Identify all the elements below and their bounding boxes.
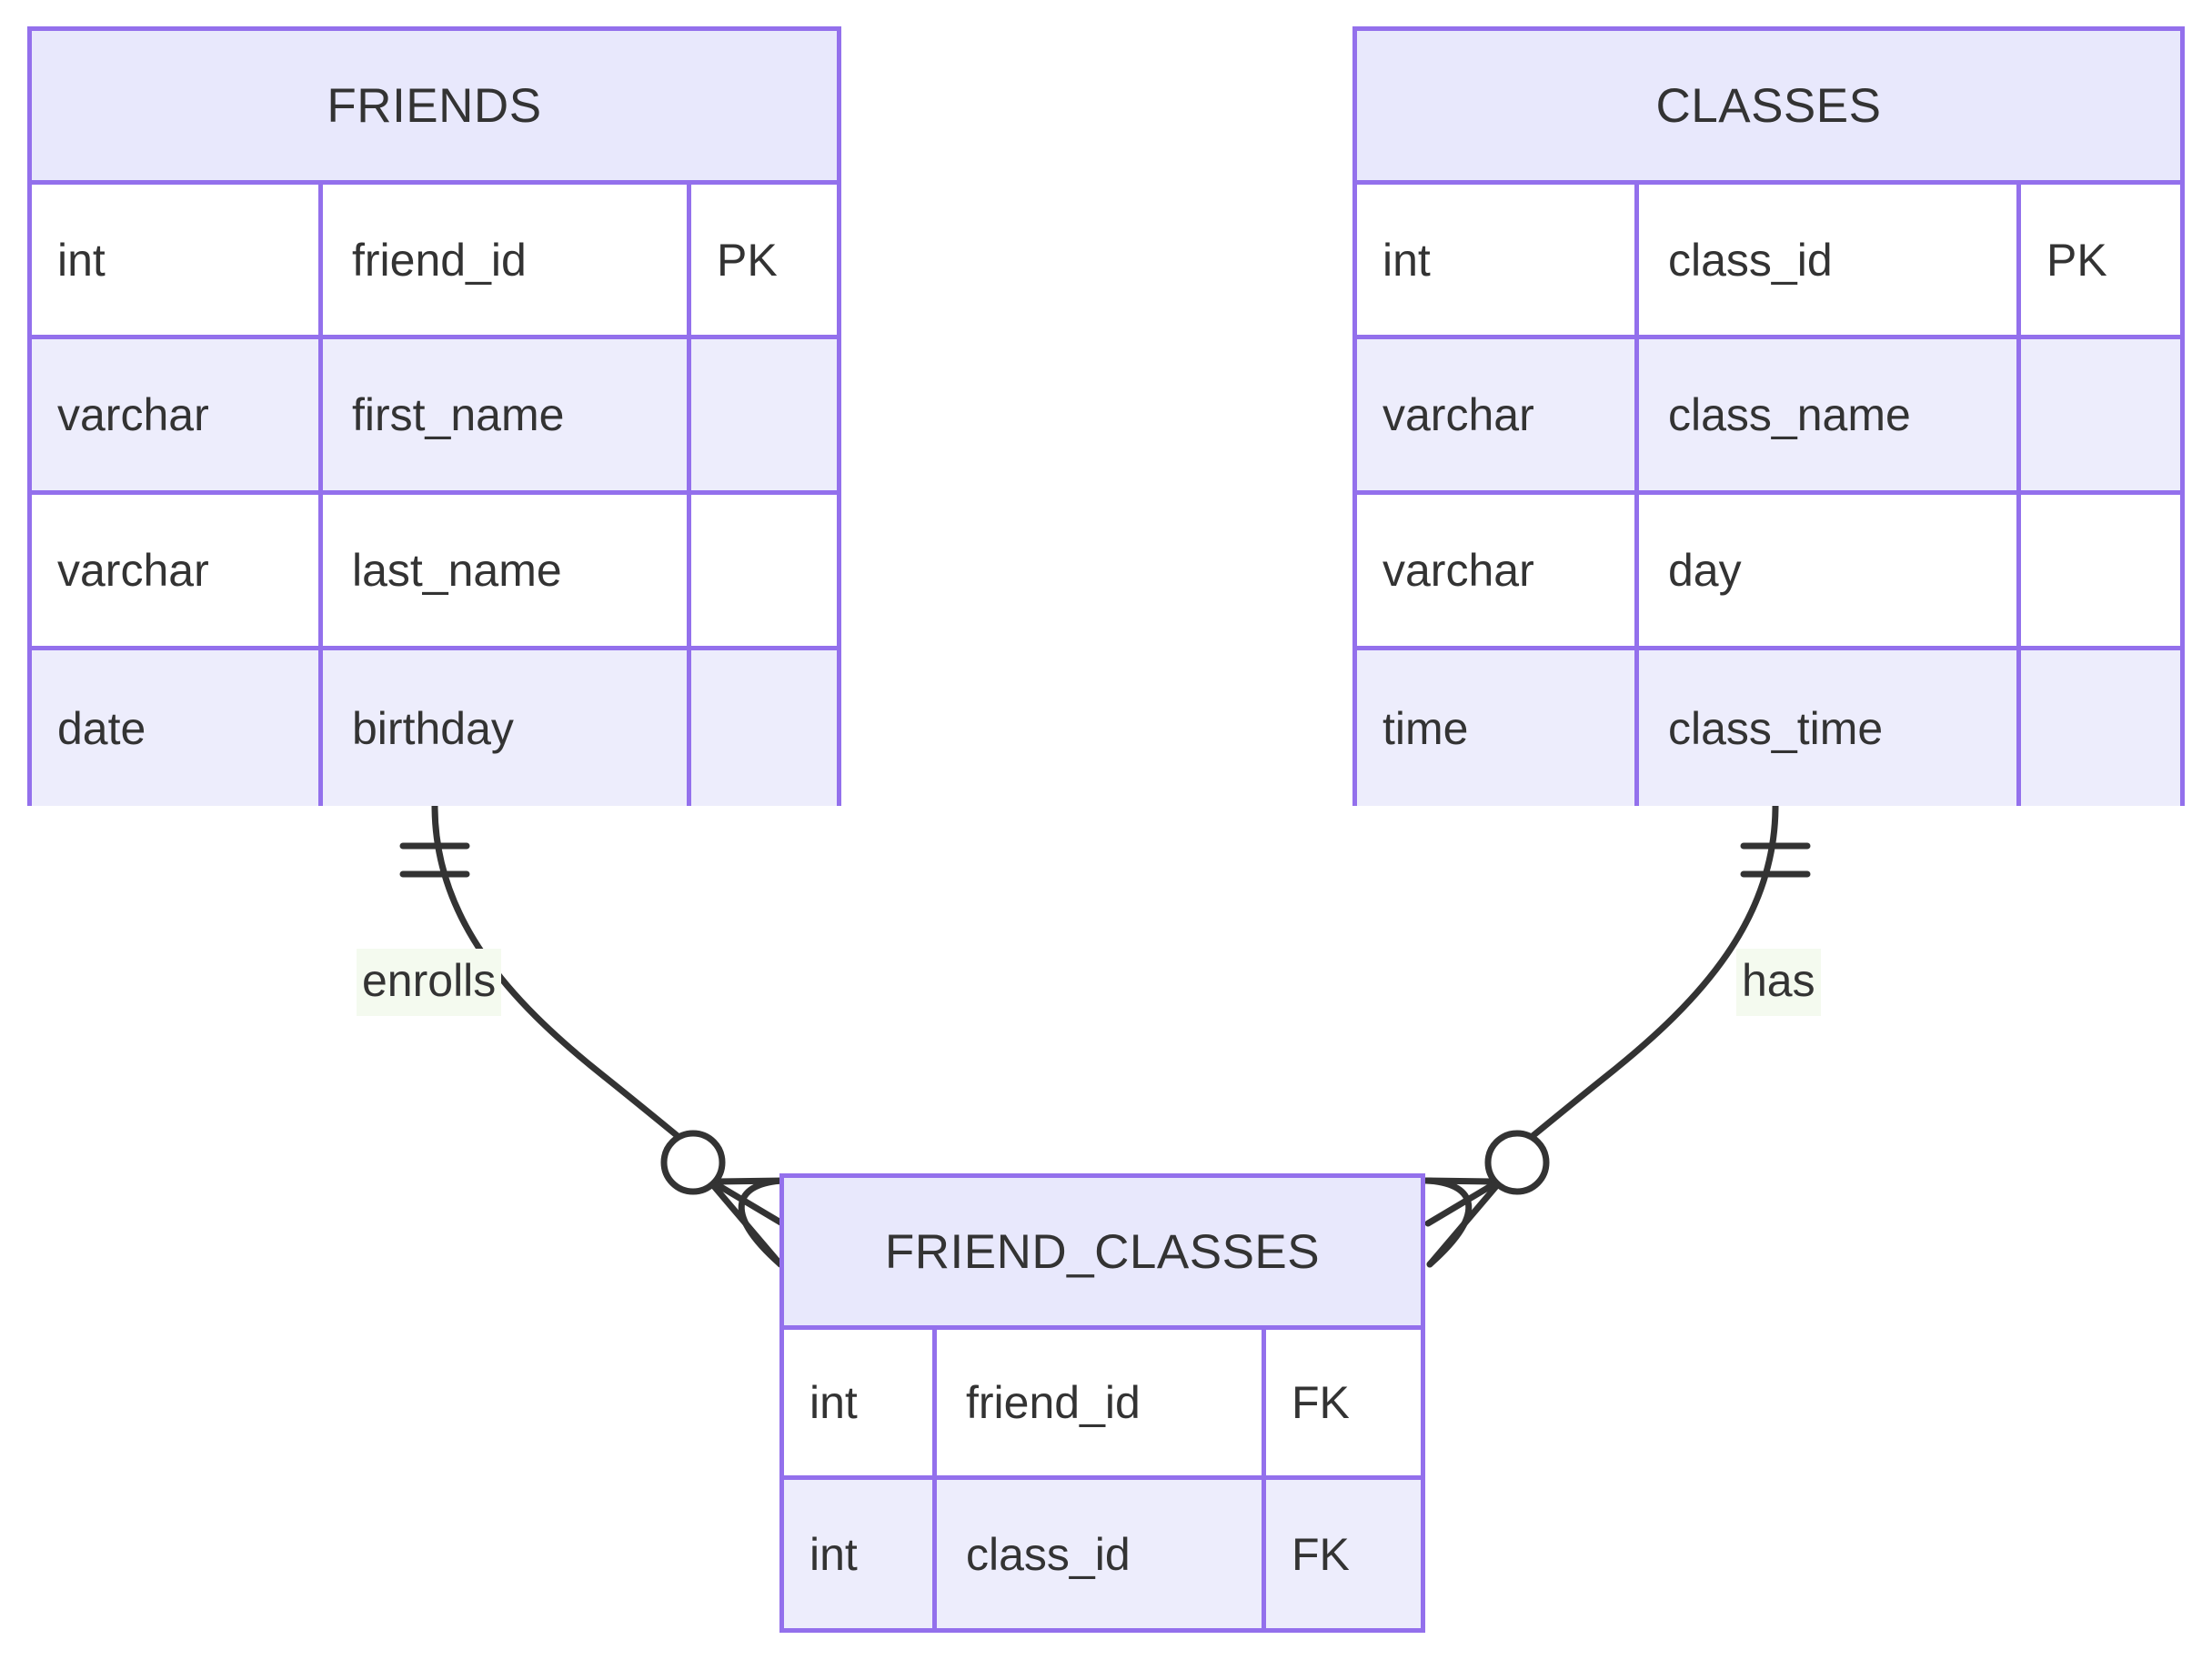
relationship-edge-has (1423, 802, 1811, 1268)
attribute-type: varchar (1357, 495, 1639, 646)
entity-friends-attribute-row: varchar last_name (32, 495, 837, 650)
entity-friends-attribute-row: int friend_id PK (32, 185, 837, 339)
entity-friend-classes-attribute-row: int friend_id FK (784, 1330, 1421, 1480)
entity-friend-classes[interactable]: FRIEND_CLASSES int friend_id FK int clas… (779, 1173, 1425, 1633)
entity-friend-classes-title: FRIEND_CLASSES (784, 1178, 1421, 1330)
entity-friends-title: FRIENDS (32, 31, 837, 185)
attribute-type: int (784, 1330, 937, 1475)
entity-friends-attribute-row: date birthday (32, 650, 837, 806)
attribute-type: varchar (32, 495, 323, 646)
attribute-name: class_id (1639, 185, 2021, 335)
attribute-key: FK (1292, 1528, 1350, 1580)
attribute-name: friend_id (323, 185, 691, 335)
attribute-key: PK (717, 234, 778, 286)
attribute-key (691, 339, 837, 490)
entity-friends[interactable]: FRIENDS int friend_id PK varchar first_n… (27, 26, 841, 806)
attribute-key: PK (2046, 234, 2107, 286)
entity-classes-attribute-row: varchar day (1357, 495, 2180, 650)
attribute-type: time (1357, 650, 1639, 806)
entity-classes-attribute-row: int class_id PK (1357, 185, 2180, 339)
attribute-type: int (1357, 185, 1639, 335)
entity-friends-attribute-row: varchar first_name (32, 339, 837, 495)
attribute-name: birthday (323, 650, 691, 806)
attribute-type: int (784, 1480, 937, 1628)
attribute-key (691, 495, 837, 646)
entity-classes-title: CLASSES (1357, 31, 2180, 185)
attribute-name: class_time (1639, 650, 2021, 806)
attribute-type: varchar (32, 339, 323, 490)
attribute-type: varchar (1357, 339, 1639, 490)
relationship-label-has: has (1736, 949, 1821, 1016)
entity-classes[interactable]: CLASSES int class_id PK varchar class_na… (1352, 26, 2185, 806)
attribute-key (2021, 339, 2171, 490)
attribute-key (2021, 495, 2171, 646)
attribute-name: last_name (323, 495, 691, 646)
entity-classes-attribute-row: time class_time (1357, 650, 2180, 806)
attribute-type: int (32, 185, 323, 335)
attribute-name: class_id (937, 1480, 1266, 1628)
attribute-key (2021, 650, 2171, 806)
entity-classes-attribute-row: varchar class_name (1357, 339, 2180, 495)
relationship-label-enrolls: enrolls (357, 949, 502, 1016)
entity-friend-classes-attribute-row: int class_id FK (784, 1480, 1421, 1628)
attribute-key (691, 650, 837, 806)
attribute-name: day (1639, 495, 2021, 646)
attribute-type: date (32, 650, 323, 806)
attribute-name: first_name (323, 339, 691, 490)
attribute-name: class_name (1639, 339, 2021, 490)
attribute-key: FK (1292, 1377, 1350, 1428)
attribute-name: friend_id (937, 1330, 1266, 1475)
relationship-edge-enrolls (399, 802, 788, 1268)
